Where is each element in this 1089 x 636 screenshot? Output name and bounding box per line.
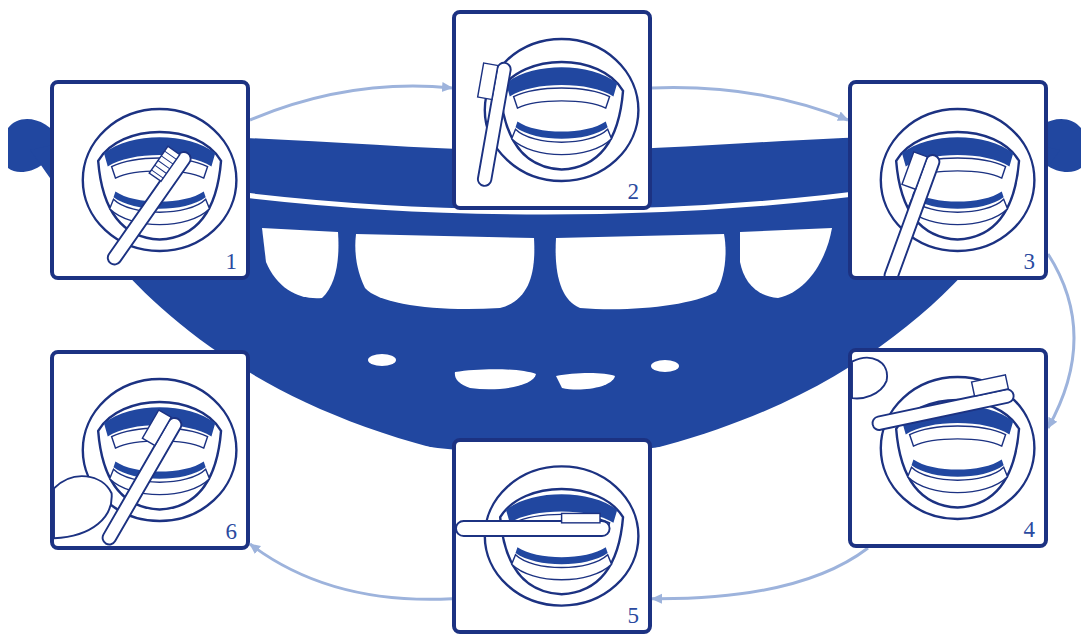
step-number: 5 (626, 603, 642, 628)
flow-arrow (652, 548, 868, 599)
tooth (355, 234, 534, 309)
step-panel: 4 (848, 348, 1048, 548)
step-panel: 2 (452, 10, 652, 210)
flow-arrow (1048, 254, 1074, 428)
flow-arrow (250, 86, 452, 120)
step-number: 3 (1022, 249, 1038, 274)
lower-tooth (455, 369, 536, 389)
step-panel: 3 (848, 80, 1048, 280)
tooth (556, 234, 726, 309)
step-number: 2 (626, 179, 642, 204)
step-panel: 1 (50, 80, 250, 280)
brushing-illustration (456, 442, 648, 630)
brushing-illustration (456, 14, 648, 206)
step-number: 4 (1022, 517, 1038, 542)
step-number: 1 (224, 249, 240, 274)
brushing-illustration (54, 354, 246, 546)
brushing-illustration (54, 84, 246, 276)
tooth (262, 228, 338, 298)
lower-tooth (651, 360, 679, 372)
flow-arrow (652, 88, 848, 120)
lower-tooth (368, 354, 396, 366)
lower-tooth (556, 373, 615, 390)
flow-arrow (250, 544, 452, 599)
step-panel: 6 (50, 350, 250, 550)
brushing-illustration (852, 84, 1044, 276)
step-panel: 5 (452, 438, 652, 634)
tooth (740, 228, 832, 298)
step-number: 6 (224, 519, 240, 544)
brushing-illustration (852, 352, 1044, 544)
